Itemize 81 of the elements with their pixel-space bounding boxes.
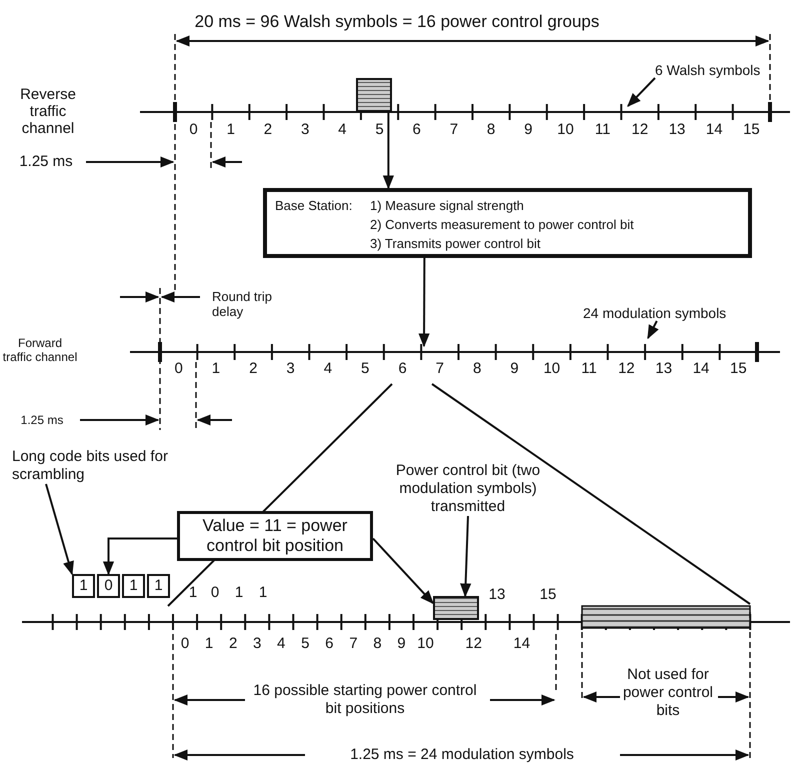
channel-label: Reverse traffic channel bbox=[19, 86, 77, 137]
process-box bbox=[263, 188, 752, 258]
dimension-label: 20 ms = 96 Walsh symbols = 16 power control groups bbox=[194, 12, 600, 32]
slot-number: 2 bbox=[262, 122, 274, 138]
slot-number: 1 bbox=[210, 361, 222, 377]
slot-number: 0 bbox=[173, 361, 184, 377]
box-heading: Base Station: bbox=[275, 197, 352, 215]
callout-text: 6 Walsh symbols bbox=[655, 62, 780, 78]
slot-number: 3 bbox=[300, 122, 310, 138]
leader-arrow bbox=[418, 258, 430, 348]
bit-value: 0 bbox=[210, 585, 220, 601]
slot-number: 14 bbox=[704, 122, 724, 138]
dimension-label: 1.25 ms bbox=[20, 412, 64, 428]
slot-number: 3 bbox=[285, 361, 296, 377]
bit-value: 1 bbox=[258, 585, 268, 601]
position-number: 1 bbox=[204, 636, 214, 652]
slot-number: 5 bbox=[374, 122, 385, 138]
dimension-label: Round trip delay bbox=[212, 289, 273, 319]
position-number: 2 bbox=[228, 636, 238, 652]
position-number: 3 bbox=[252, 636, 262, 652]
slot-number: 2 bbox=[248, 361, 258, 377]
leader-arrow bbox=[647, 320, 659, 340]
slot-number: 8 bbox=[472, 361, 482, 377]
callout-text: 24 modulation symbols bbox=[583, 305, 788, 321]
power-control-bit-block bbox=[433, 596, 479, 620]
position-number: 10 bbox=[416, 636, 435, 652]
note-box: Value = 11 = power control bit position bbox=[177, 511, 373, 561]
position-number: 4 bbox=[276, 636, 286, 652]
position-number: 0 bbox=[180, 636, 190, 652]
slot-number: 1 bbox=[226, 122, 236, 138]
bit-value: 1 bbox=[188, 585, 198, 601]
slot-number: 4 bbox=[337, 122, 348, 138]
slot-number: 15 bbox=[742, 122, 761, 138]
bit-box: 1 bbox=[122, 574, 145, 598]
slot-number: 11 bbox=[594, 122, 612, 138]
highlighted-slot bbox=[356, 78, 392, 112]
step-text: 2) Converts measurement to power control bit bbox=[370, 216, 634, 234]
slot-number: 11 bbox=[580, 361, 598, 377]
slot-number: 13 bbox=[668, 122, 686, 138]
slot-number: 7 bbox=[434, 361, 446, 377]
slot-number: 0 bbox=[188, 122, 199, 138]
arrow bbox=[102, 538, 177, 576]
slot-number: 6 bbox=[397, 361, 408, 377]
slot-number: 7 bbox=[448, 122, 460, 138]
leader-arrow bbox=[627, 77, 656, 107]
position-number: 15 bbox=[538, 587, 558, 603]
bit-box: 0 bbox=[97, 574, 120, 598]
slot-number: 8 bbox=[486, 122, 496, 138]
step-text: 1) Measure signal strength bbox=[370, 197, 524, 215]
slot-number: 14 bbox=[692, 361, 710, 377]
slot-number: 12 bbox=[617, 361, 636, 377]
position-number: 13 bbox=[488, 587, 506, 603]
arrow bbox=[45, 484, 74, 576]
position-number: 7 bbox=[348, 636, 359, 652]
slot-number: 5 bbox=[360, 361, 370, 377]
slot-number: 13 bbox=[654, 361, 674, 377]
channel-label: Forward traffic channel bbox=[2, 336, 78, 364]
bit-value: 1 bbox=[234, 585, 244, 601]
slot-number: 9 bbox=[523, 122, 534, 138]
slot-number: 10 bbox=[542, 361, 562, 377]
arrow bbox=[460, 516, 472, 598]
slot-number: 4 bbox=[322, 361, 334, 377]
callout-text: Long code bits used for scrambling bbox=[12, 448, 212, 484]
callout-text: Power control bit (two modulation symbols) transmitted bbox=[385, 462, 551, 516]
position-number: 12 bbox=[464, 636, 483, 652]
step-text: 3) Transmits power control bit bbox=[370, 235, 541, 253]
bit-box: 1 bbox=[147, 574, 170, 598]
position-number: 14 bbox=[512, 636, 532, 652]
position-number: 6 bbox=[324, 636, 334, 652]
position-number: 5 bbox=[300, 636, 310, 652]
slot-number: 10 bbox=[556, 122, 575, 138]
slot-number: 6 bbox=[412, 122, 422, 138]
arrow bbox=[372, 538, 434, 604]
slot-number: 12 bbox=[630, 122, 650, 138]
slot-number: 15 bbox=[729, 361, 748, 377]
arrow bbox=[382, 112, 394, 190]
dimension-label: 1.25 ms bbox=[18, 154, 74, 170]
slot-number: 9 bbox=[509, 361, 520, 377]
position-number: 8 bbox=[372, 636, 383, 652]
position-number: 9 bbox=[396, 636, 407, 652]
bit-box: 1 bbox=[72, 574, 95, 598]
